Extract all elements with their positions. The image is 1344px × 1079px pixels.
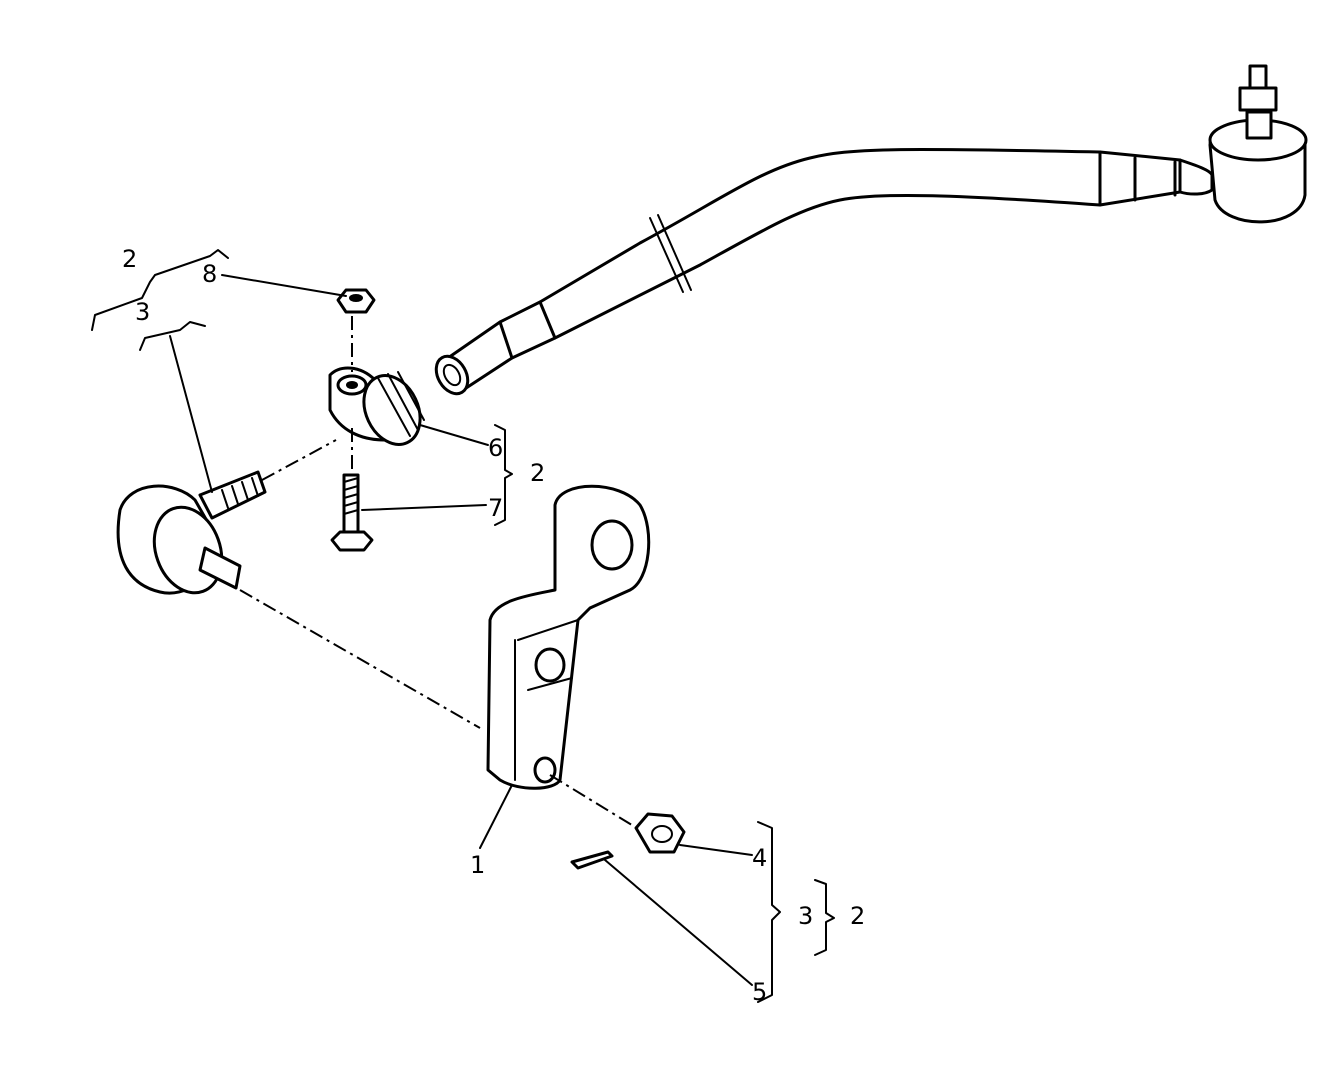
callout-3-right: 3 [798,902,813,930]
left-ball-joint [116,470,267,595]
callout-2-right: 2 [850,902,865,930]
pitman-arm [486,484,651,790]
group-braces [91,249,835,1003]
tie-rod-tube [434,148,1182,396]
callout-4: 4 [752,844,767,872]
lock-nut [336,288,376,314]
callout-2-mid: 2 [530,459,545,487]
clamp-sleeve [328,366,425,446]
callout-3-top: 3 [135,298,150,326]
right-ball-joint [1178,64,1308,224]
callout-8: 8 [202,260,217,288]
callout-labels: 1 2 3 8 6 2 7 4 3 2 5 [122,245,865,1006]
leader-lines [169,274,753,986]
callout-6: 6 [488,434,503,462]
assembly-center-lines [239,316,641,831]
clamp-bolt [330,473,374,552]
castle-nut [634,812,686,854]
callout-2-top: 2 [122,245,137,273]
callout-5: 5 [752,978,767,1006]
cotter-pin [570,850,614,870]
callout-1: 1 [470,851,485,879]
callout-7: 7 [488,494,503,522]
